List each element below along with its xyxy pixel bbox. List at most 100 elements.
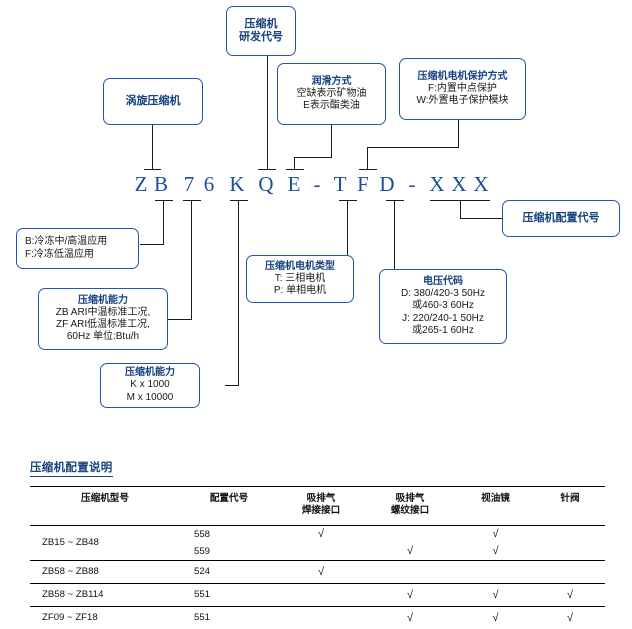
empty-cell: [535, 526, 605, 543]
tick-top-zb: [144, 169, 161, 171]
callout-lubrication: 润滑方式 空缺表示矿物油 E表示酯类油: [277, 63, 386, 125]
model-code-char-13: X: [451, 172, 467, 196]
cell-sight-glass: [456, 560, 535, 584]
callout-motor-protection: 压缩机电机保护方式 F:内置中点保护 W:外置电子保护模块: [399, 58, 526, 120]
callout-lubrication-line-1: E表示酯类油: [303, 100, 360, 112]
cell-thread-port: [364, 560, 456, 584]
cell-config-code: 551: [180, 606, 278, 629]
col-header-weld-port: 吸排气 焊接接口: [278, 486, 364, 526]
empty-cell: [278, 543, 364, 560]
cell-needle-valve: √: [535, 606, 605, 629]
model-code-char-9: F: [357, 172, 369, 196]
cell-config-code: 551: [180, 583, 278, 607]
empty-cell: [535, 561, 605, 583]
model-code-char-6: E: [287, 172, 301, 196]
model-code-char-12: X: [429, 172, 445, 196]
cell-sight-glass: √√: [456, 525, 535, 561]
cell-sight-glass: √: [456, 583, 535, 607]
model-code-char-14: X: [473, 172, 489, 196]
callout-motor-type: 压缩机电机类型 T: 三相电机 P: 单相电机: [246, 255, 354, 303]
callout-voltage-code: 电压代码 D: 380/420-3 50Hz 或460-3 60Hz J: 22…: [379, 269, 507, 344]
config-code-value: 551: [194, 588, 211, 600]
callout-capacity-ari-line-2: 60Hz 单位:Btu/h: [66, 331, 140, 343]
callout-capacity-ari-line-0: ZB ARI中温标准工况,: [55, 306, 151, 318]
cell-weld-port: √: [278, 525, 364, 561]
col-header-config-code: 配置代号: [180, 486, 278, 526]
empty-cell: [456, 561, 535, 583]
callout-motor-protection-line-0: F:内置中点保护: [428, 82, 497, 94]
check-mark: √: [406, 611, 414, 624]
model-code-char-0: Z: [134, 172, 148, 196]
cell-model: ZB15 ~ ZB48: [30, 525, 180, 561]
cell-thread-port: √: [364, 525, 456, 561]
connector-motor-protection-h: [367, 147, 459, 149]
callout-voltage-code-line-1: 或460-3 60Hz: [412, 300, 474, 312]
connector-capacity-mult-v: [238, 200, 240, 386]
config-code-value: 559: [194, 545, 211, 557]
callout-motor-protection-line-1: W:外置电子保护模块: [416, 95, 509, 107]
connector-capacity-ari-h: [168, 319, 192, 321]
callout-lubrication-line-0: 空缺表示矿物油: [296, 87, 367, 99]
model-code-char-11: -: [408, 172, 416, 196]
callout-capacity-ari-title: 压缩机能力: [78, 294, 128, 306]
check-mark: √: [317, 527, 325, 540]
check-mark: √: [406, 544, 414, 557]
cell-needle-valve: [535, 560, 605, 584]
cell-weld-port: [278, 606, 364, 629]
callout-rd-code: 压缩机 研发代号: [226, 6, 296, 56]
model-code-char-3: 6: [203, 172, 215, 196]
check-mark: √: [492, 544, 499, 557]
check-mark: √: [492, 611, 499, 624]
tick-top-f: [359, 169, 377, 171]
connector-config-code-v: [460, 200, 462, 219]
callout-capacity-multiplier-line-0: K x 1000: [130, 379, 170, 391]
model-code-char-7: -: [313, 172, 321, 196]
table-header-row: 压缩机型号 配置代号 吸排气 焊接接口 吸排气 螺纹接口: [30, 486, 605, 526]
empty-cell: [278, 607, 364, 629]
connector-motor-protection-v2: [367, 147, 369, 170]
callout-scroll-compressor: 涡旋压缩机: [103, 78, 203, 125]
check-mark: √: [492, 588, 499, 601]
model-code-char-4: K: [229, 172, 245, 196]
callout-capacity-multiplier: 压缩机能力 K x 1000 M x 10000: [100, 363, 200, 408]
cell-weld-port: √: [278, 560, 364, 584]
cell-weld-port: [278, 583, 364, 607]
model-code-char-8: T: [333, 172, 347, 196]
cell-thread-port: √: [364, 606, 456, 629]
connector-voltage-code-v: [394, 200, 396, 270]
callout-capacity-ari: 压缩机能力 ZB ARI中温标准工况, ZF ARI低温标准工况, 60Hz 单…: [38, 288, 168, 350]
config-code-value: 524: [194, 565, 211, 577]
callout-voltage-code-line-2: J: 220/240-1 50Hz: [402, 312, 484, 324]
configuration-table-section: 压缩机配置说明 压缩机型号 配置代号 吸排气 焊接接口: [30, 458, 605, 629]
callout-capacity-multiplier-line-1: M x 10000: [126, 391, 174, 403]
empty-cell: [278, 584, 364, 606]
col-header-model: 压缩机型号: [30, 486, 180, 526]
callout-motor-type-line-0: T: 三相电机: [274, 272, 326, 284]
connector-application-v: [163, 200, 165, 245]
callout-rd-code-line-0: 压缩机: [244, 17, 278, 30]
callout-voltage-code-line-3: 或265-1 60Hz: [412, 324, 474, 336]
connector-rd-code: [267, 56, 269, 170]
callout-application-line-1: F:冷冻低温应用: [25, 248, 94, 260]
configuration-table: 压缩机型号 配置代号 吸排气 焊接接口 吸排气 螺纹接口: [30, 486, 605, 629]
empty-cell: [364, 526, 456, 543]
connector-lubrication-v2: [294, 157, 296, 170]
callout-voltage-code-title: 电压代码: [423, 276, 463, 288]
col-header-needle-valve: 针阀: [535, 486, 605, 526]
callout-rd-code-line-1: 研发代号: [239, 31, 283, 43]
col-header-thread-port: 吸排气 螺纹接口: [364, 486, 456, 526]
empty-cell: [364, 561, 456, 583]
connector-motor-protection-v1: [458, 120, 460, 148]
table-title: 压缩机配置说明: [30, 459, 113, 477]
callout-config-code-line-0: 压缩机配置代号: [522, 211, 600, 224]
connector-capacity-mult-h: [225, 385, 239, 387]
callout-scroll-compressor-line-0: 涡旋压缩机: [125, 94, 181, 107]
model-code-char-1: B: [153, 172, 168, 196]
config-code-value: 551: [194, 611, 211, 623]
